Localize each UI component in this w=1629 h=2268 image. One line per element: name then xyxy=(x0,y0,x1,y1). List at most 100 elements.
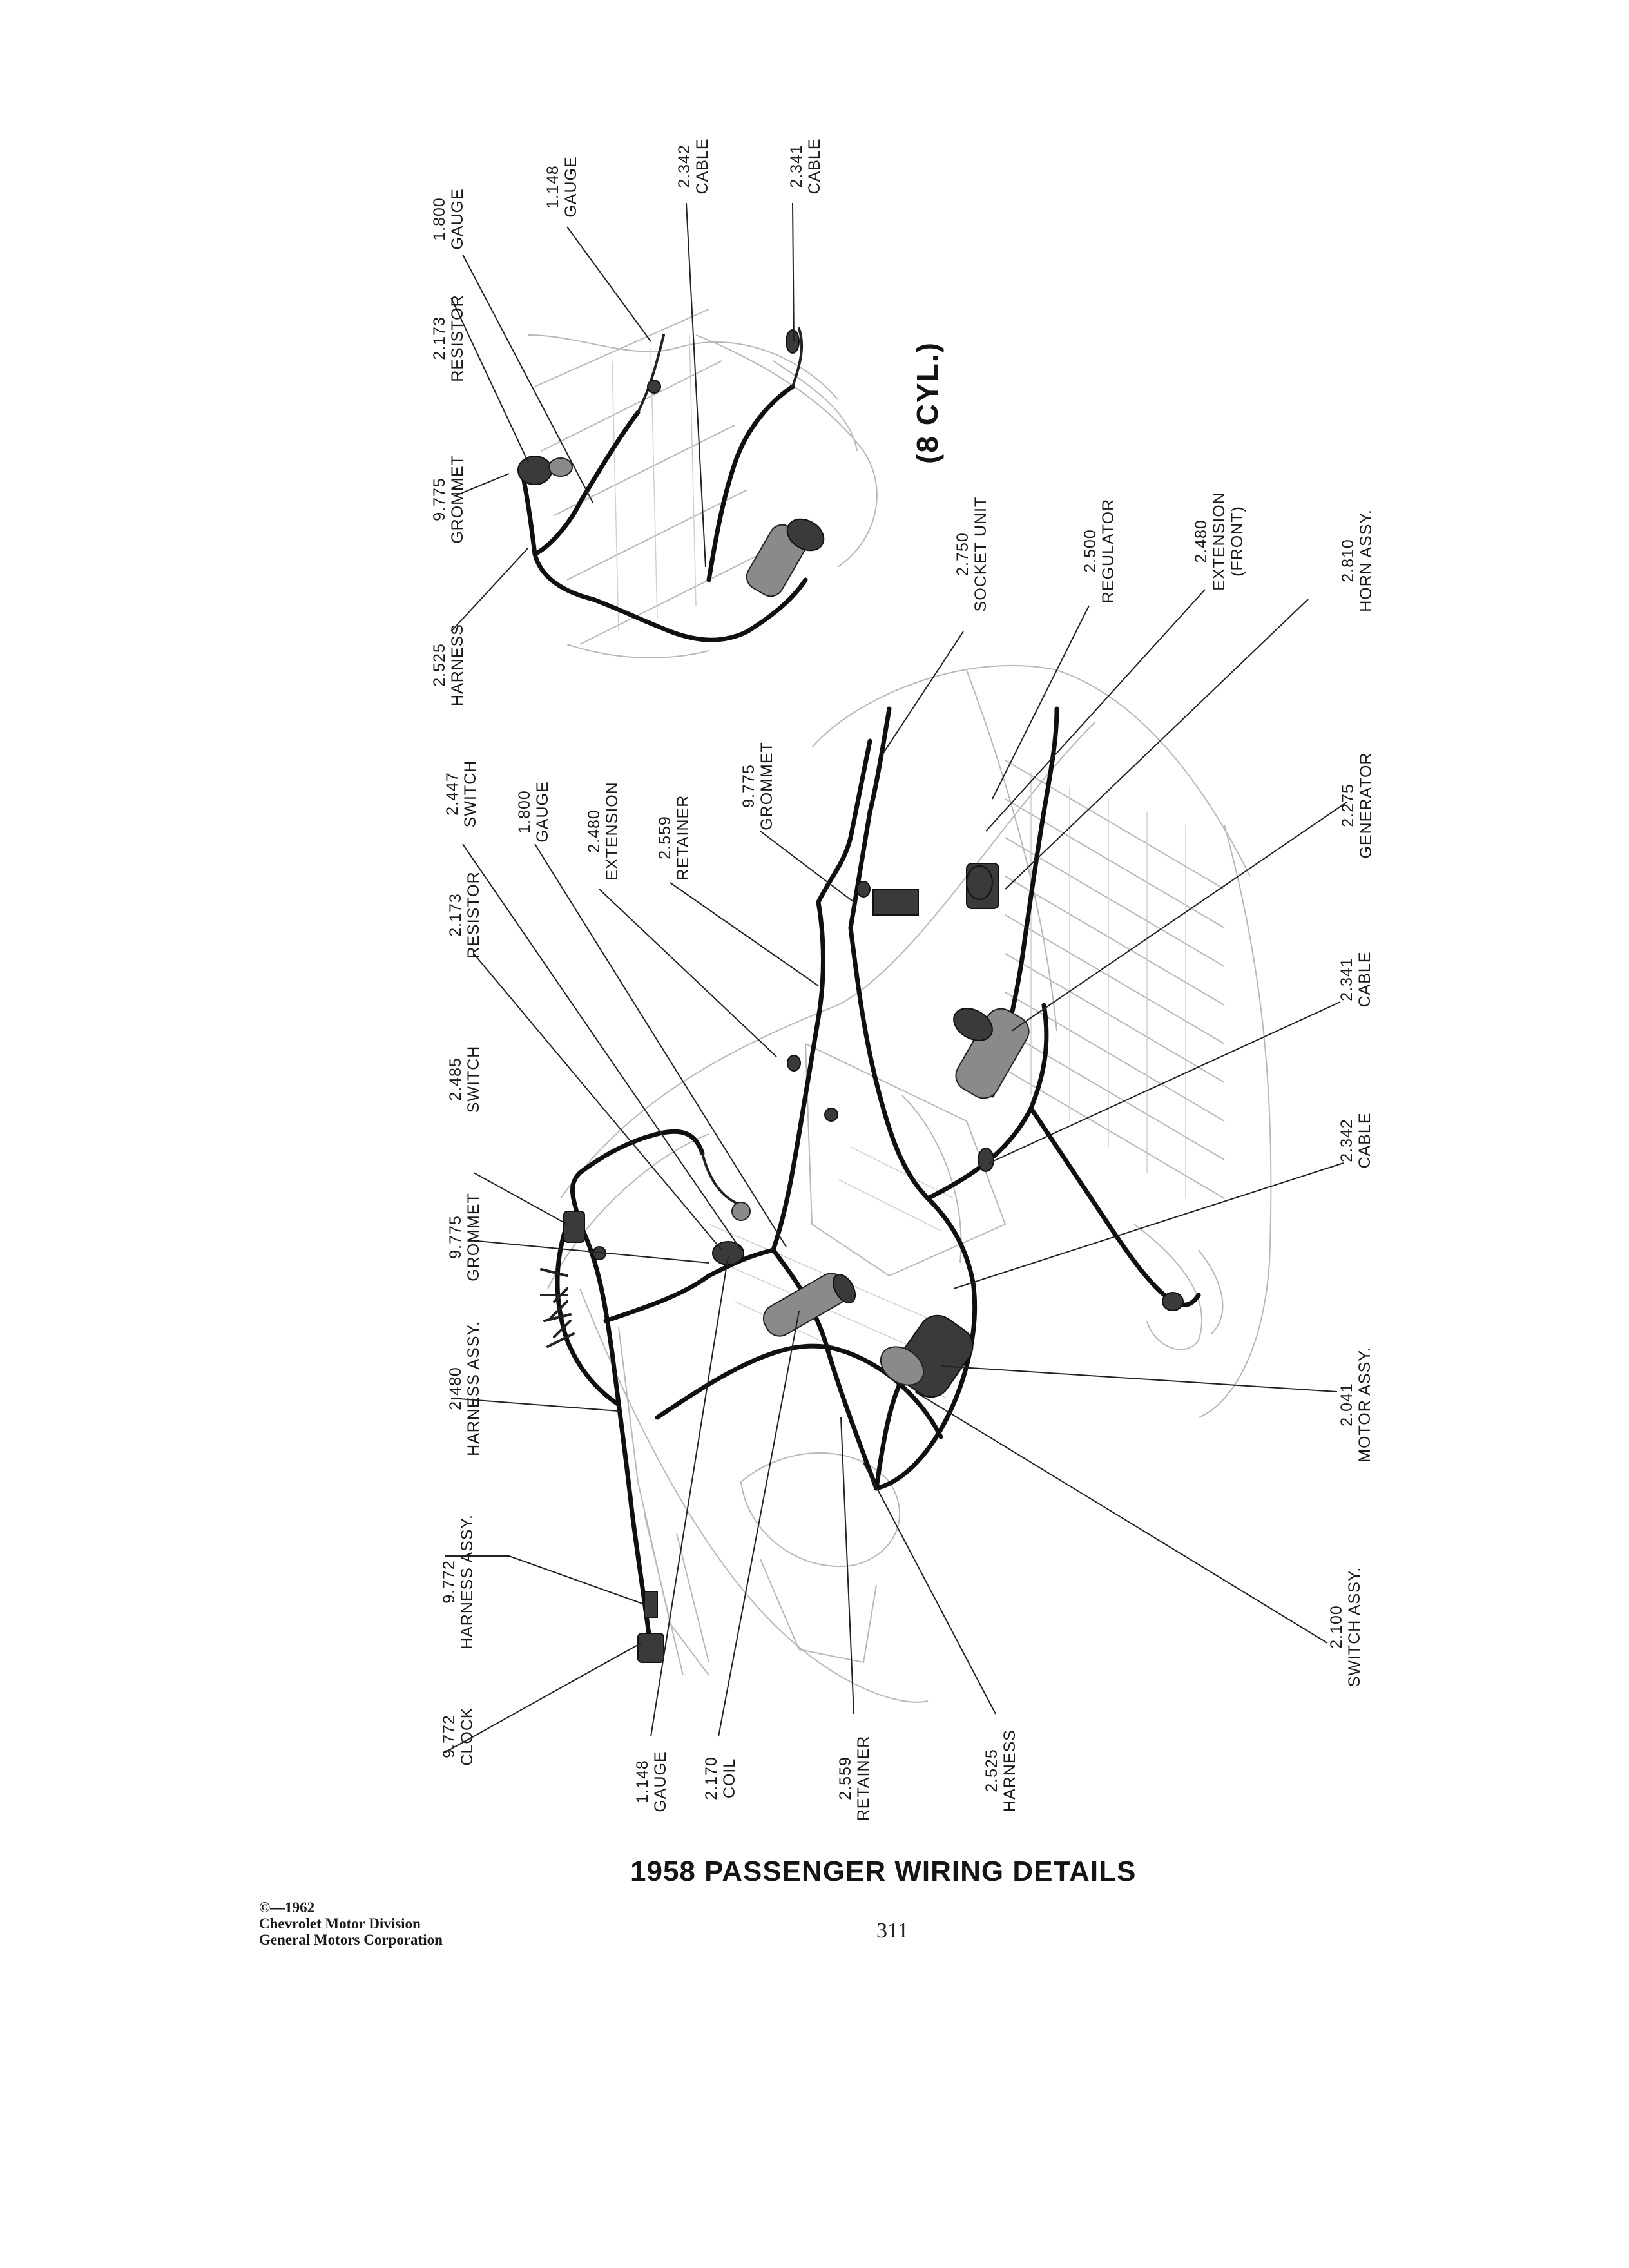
callout-retainer-2559: 2.559 RETAINER xyxy=(656,795,692,881)
svg-text:SWITCH ASSY.: SWITCH ASSY. xyxy=(1345,1567,1364,1687)
svg-text:2.750: 2.750 xyxy=(954,532,972,576)
copyright-line: Chevrolet Motor Division xyxy=(259,1916,421,1932)
svg-text:2.559: 2.559 xyxy=(836,1756,854,1800)
callout-inset-gauge-1148: 1.148 GAUGE xyxy=(544,156,580,217)
svg-text:2.170: 2.170 xyxy=(702,1756,720,1800)
svg-text:GAUGE: GAUGE xyxy=(651,1751,670,1812)
callout-extension-2480: 2.480 EXTENSION xyxy=(585,782,621,880)
callout-resistor-2173: 2.173 RESISTOR xyxy=(447,871,483,958)
svg-text:9.775: 9.775 xyxy=(740,764,758,808)
svg-text:HARNESS: HARNESS xyxy=(448,624,467,706)
svg-text:EXTENSION: EXTENSION xyxy=(1210,492,1228,590)
svg-text:MOTOR ASSY.: MOTOR ASSY. xyxy=(1356,1347,1374,1463)
resistor-part xyxy=(712,1241,744,1265)
copyright-notice: ©—1962 Chevrolet Motor Division General … xyxy=(259,1899,443,1948)
svg-text:9.772: 9.772 xyxy=(440,1715,458,1758)
callout-grommet-9775-b: 9.775 GROMMET xyxy=(447,1193,483,1282)
svg-text:2.480: 2.480 xyxy=(447,1367,465,1410)
copyright-line: ©—1962 xyxy=(259,1899,315,1916)
callout-cable-2342: 2.342 CABLE xyxy=(1338,1113,1374,1169)
inset-generator-part xyxy=(746,518,825,597)
callout-socket-unit-2750: 2.750 SOCKET UNIT xyxy=(954,497,990,612)
coil-part xyxy=(762,1273,856,1337)
svg-text:GROMMET: GROMMET xyxy=(758,742,776,831)
callout-switch-2485: 2.485 SWITCH xyxy=(447,1046,483,1113)
callout-harness-assy-9772: 9.772 HARNESS ASSY. xyxy=(440,1514,476,1649)
svg-text:2.100: 2.100 xyxy=(1327,1605,1345,1649)
callout-generator-2275: 2.275 GENERATOR xyxy=(1339,752,1375,858)
clock-part xyxy=(637,1633,664,1663)
page-title: 1958 PASSENGER WIRING DETAILS xyxy=(630,1856,1137,1887)
motor-part xyxy=(880,1314,974,1398)
inset-components xyxy=(517,329,825,597)
svg-text:2.485: 2.485 xyxy=(447,1057,465,1101)
callout-motor-2041: 2.041 MOTOR ASSY. xyxy=(1338,1347,1374,1463)
harness-9772-part xyxy=(644,1591,658,1618)
variant-note: (8 CYL.) xyxy=(911,341,944,464)
callout-retainer-2559-b: 2.559 RETAINER xyxy=(836,1736,872,1821)
svg-text:CABLE: CABLE xyxy=(693,139,711,195)
callout-switch-assy-2100: 2.100 SWITCH ASSY. xyxy=(1327,1567,1364,1687)
socket-unit-part xyxy=(872,889,919,916)
callout-switch-2447: 2.447 SWITCH xyxy=(443,760,479,828)
svg-text:2.342: 2.342 xyxy=(675,144,693,188)
svg-text:2.447: 2.447 xyxy=(443,772,461,816)
svg-text:COIL: COIL xyxy=(720,1758,738,1798)
svg-text:1.148: 1.148 xyxy=(633,1760,651,1803)
callout-inset-cable-2342: 2.342 CABLE xyxy=(675,139,711,195)
svg-text:2.342: 2.342 xyxy=(1338,1119,1356,1162)
page-number: 311 xyxy=(876,1919,909,1943)
svg-text:HARNESS ASSY.: HARNESS ASSY. xyxy=(465,1321,483,1456)
svg-text:HORN ASSY.: HORN ASSY. xyxy=(1357,509,1375,612)
svg-text:2.525: 2.525 xyxy=(983,1749,1001,1792)
svg-text:2.480: 2.480 xyxy=(1192,519,1210,563)
callout-gauge-1800: 1.800 GAUGE xyxy=(516,781,552,842)
svg-text:2.275: 2.275 xyxy=(1339,783,1357,827)
svg-text:2.810: 2.810 xyxy=(1339,539,1357,582)
callout-cable-2341: 2.341 CABLE xyxy=(1338,952,1374,1008)
svg-text:2.173: 2.173 xyxy=(447,893,465,937)
svg-text:(8 CYL.): (8 CYL.) xyxy=(911,341,944,464)
callout-extension-front-2480: 2.480 EXTENSION (FRONT) xyxy=(1192,492,1246,590)
callout-inset-grommet-9775: 9.775 GROMMET xyxy=(430,455,467,544)
svg-text:9.775: 9.775 xyxy=(447,1215,465,1259)
svg-text:2.525: 2.525 xyxy=(430,643,448,687)
switch-2485-part xyxy=(563,1211,585,1243)
svg-text:2.500: 2.500 xyxy=(1081,529,1099,573)
svg-text:RETAINER: RETAINER xyxy=(674,795,692,881)
svg-text:RESISTOR: RESISTOR xyxy=(448,294,467,381)
svg-text:GAUGE: GAUGE xyxy=(562,156,580,217)
svg-text:GAUGE: GAUGE xyxy=(534,781,552,842)
svg-text:RESISTOR: RESISTOR xyxy=(465,871,483,958)
svg-text:2.341: 2.341 xyxy=(787,144,805,188)
callout-regulator-2500: 2.500 REGULATOR xyxy=(1081,499,1117,603)
svg-text:1.148: 1.148 xyxy=(544,165,562,209)
callout-harness-2525: 2.525 HARNESS xyxy=(983,1729,1019,1812)
callout-inset-cable-2341: 2.341 CABLE xyxy=(787,139,824,195)
leader-lines xyxy=(444,202,1347,1753)
svg-text:2.480: 2.480 xyxy=(585,809,603,853)
svg-text:EXTENSION: EXTENSION xyxy=(603,782,621,880)
generator-part xyxy=(953,1008,1030,1099)
callout-clock-9772: 9.772 CLOCK xyxy=(440,1707,476,1765)
main-components xyxy=(563,863,1184,1663)
main-wiring-harness xyxy=(540,706,1201,1652)
svg-text:(FRONT): (FRONT) xyxy=(1228,506,1246,577)
callout-gauge-1148: 1.148 GAUGE xyxy=(633,1751,670,1812)
svg-text:9.772: 9.772 xyxy=(440,1560,458,1604)
car-body-sketch xyxy=(547,665,1272,1703)
svg-text:SWITCH: SWITCH xyxy=(461,760,479,828)
svg-text:SWITCH: SWITCH xyxy=(465,1046,483,1113)
svg-text:HARNESS: HARNESS xyxy=(1001,1729,1019,1812)
svg-text:2.173: 2.173 xyxy=(430,316,448,360)
svg-text:GENERATOR: GENERATOR xyxy=(1357,752,1375,858)
svg-text:2.341: 2.341 xyxy=(1338,957,1356,1001)
inset-resistor-part xyxy=(517,456,552,485)
horn-part xyxy=(966,865,993,900)
callout-inset-harness-2525: 2.525 HARNESS xyxy=(430,624,467,706)
callout-harness-assy-2480: 2.480 HARNESS ASSY. xyxy=(447,1321,483,1456)
svg-text:GAUGE: GAUGE xyxy=(448,188,467,249)
callout-coil-2170: 2.170 COIL xyxy=(702,1756,738,1800)
svg-text:SOCKET UNIT: SOCKET UNIT xyxy=(972,497,990,612)
